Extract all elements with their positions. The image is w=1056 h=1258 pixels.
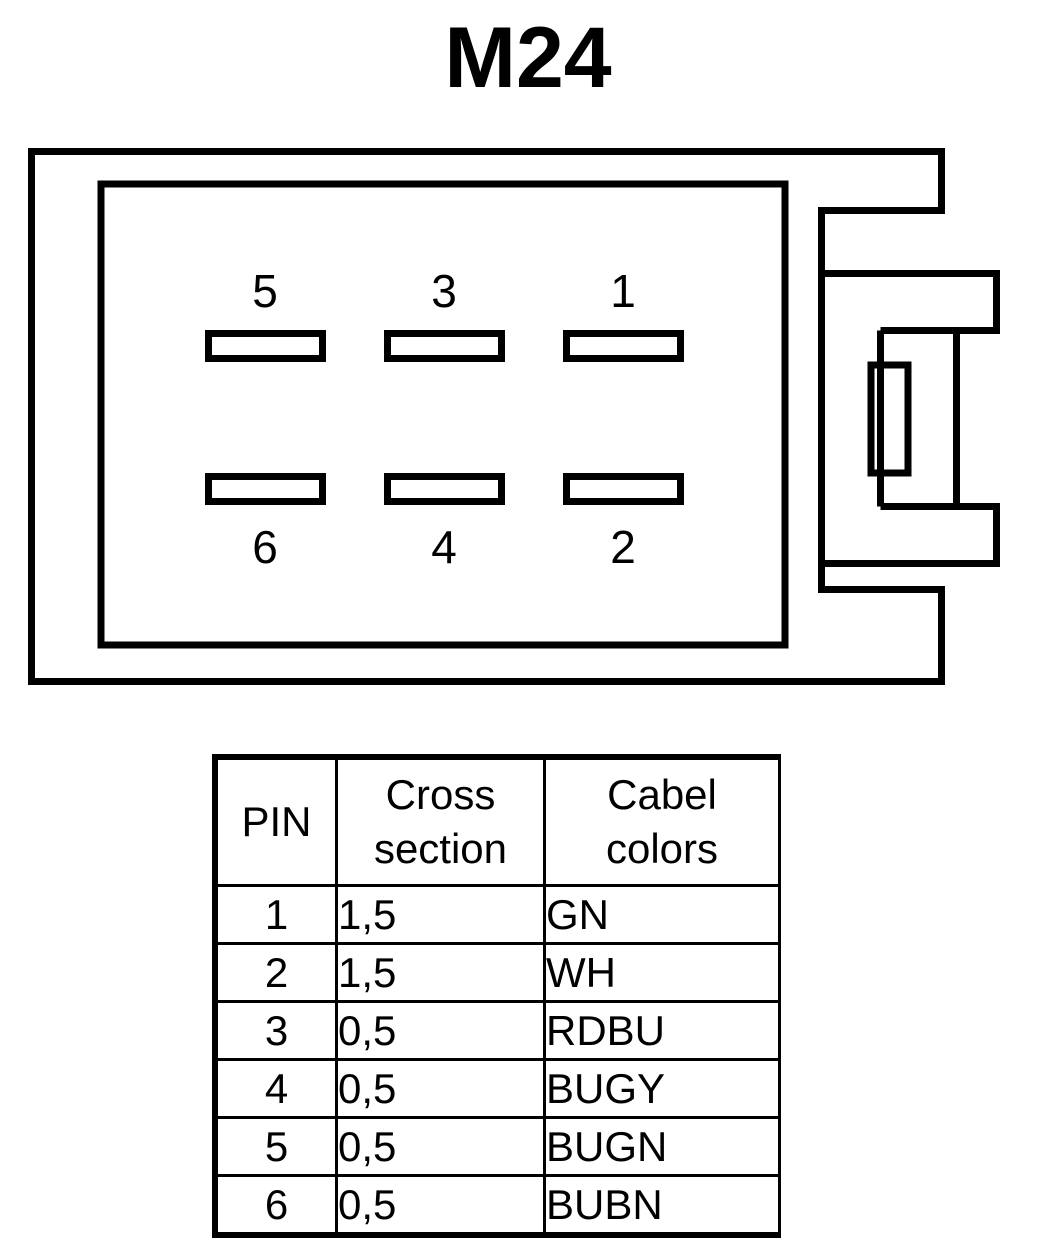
cell-pin: 1 <box>215 884 338 945</box>
cell-cross-section: 0,5 <box>335 1116 546 1177</box>
column-header-pin-label: PIN <box>241 798 312 845</box>
pin-label-2: 2 <box>610 521 636 573</box>
column-header-cable-colors: Cabel colors <box>543 757 781 887</box>
connector-svg: 5 3 1 6 4 2 <box>28 148 1000 685</box>
connector-outer-body <box>28 148 945 685</box>
column-header-cross-section-line2: section <box>373 825 508 872</box>
cell-cable-colors: BUGY <box>543 1058 781 1119</box>
connector-diagram: 5 3 1 6 4 2 <box>0 120 1056 720</box>
latch-arm-upper <box>821 270 1000 334</box>
pin-slot-4 <box>384 473 505 505</box>
pin-slot-5 <box>205 330 326 362</box>
column-header-cross-section: Cross section <box>335 757 546 887</box>
pin-slot-6 <box>205 473 326 505</box>
column-header-cable-colors-line2: colors <box>605 825 719 872</box>
pin-label-4: 4 <box>431 521 457 573</box>
cell-cable-colors: RDBU <box>543 1000 781 1061</box>
pin-label-1: 1 <box>610 265 636 317</box>
latch-tab-body <box>877 330 960 507</box>
pin-slot-2 <box>563 473 684 505</box>
cell-pin: 5 <box>215 1116 338 1177</box>
cell-cross-section: 0,5 <box>335 1058 546 1119</box>
cell-pin: 4 <box>215 1058 338 1119</box>
cell-cross-section: 0,5 <box>335 1174 546 1235</box>
page-title: M24 <box>444 10 612 106</box>
cell-cable-colors: BUGN <box>543 1116 781 1177</box>
cell-pin: 6 <box>215 1174 338 1235</box>
connector-inner-cavity <box>97 180 789 649</box>
cell-cable-colors: WH <box>543 942 781 1003</box>
latch-arm-lower <box>821 503 1000 567</box>
cell-pin: 2 <box>215 942 338 1003</box>
cell-pin: 3 <box>215 1000 338 1061</box>
pin-label-3: 3 <box>431 265 457 317</box>
cell-cable-colors: GN <box>543 884 781 945</box>
latch-nub <box>867 361 912 477</box>
cell-cross-section: 1,5 <box>335 884 546 945</box>
pin-label-5: 5 <box>252 265 278 317</box>
pin-slot-1 <box>563 330 684 362</box>
cell-cross-section: 1,5 <box>335 942 546 1003</box>
pin-label-6: 6 <box>252 521 278 573</box>
column-header-pin: PIN <box>215 757 338 887</box>
column-header-cross-section-line1: Cross <box>385 771 496 818</box>
cell-cross-section: 0,5 <box>335 1000 546 1061</box>
table-header: PIN Cross section Cabel colors <box>215 757 781 887</box>
table-header-row: PIN Cross section Cabel colors <box>215 757 781 887</box>
pin-slot-3 <box>384 330 505 362</box>
column-header-cable-colors-line1: Cabel <box>607 771 717 818</box>
cell-cable-colors: BUBN <box>543 1174 781 1235</box>
